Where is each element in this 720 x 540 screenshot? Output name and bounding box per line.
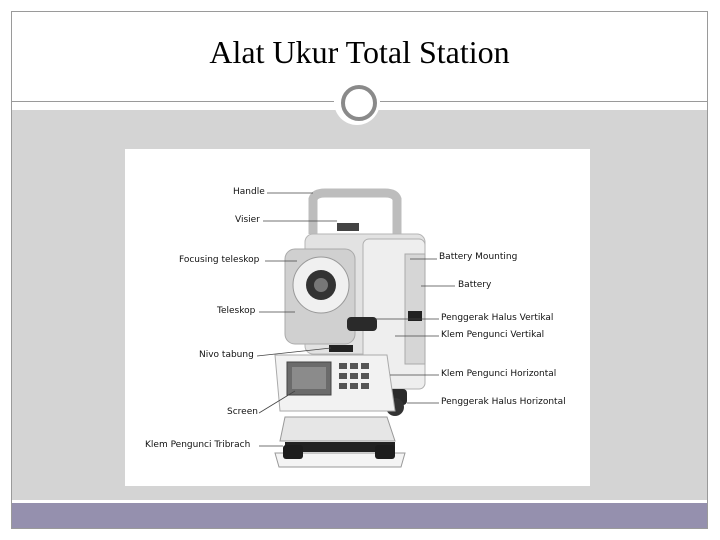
label-handle: Handle — [233, 187, 265, 197]
label-penggerak-halus-horizontal: Penggerak Halus Horizontal — [441, 397, 566, 407]
label-klem-pengunci-vertikal: Klem Pengunci Vertikal — [441, 330, 545, 340]
title-rule-left — [11, 101, 334, 102]
label-battery-mounting: Battery Mounting — [439, 252, 518, 262]
label-battery: Battery — [458, 280, 492, 290]
label-penggerak-halus-vertikal: Penggerak Halus Vertikal — [441, 313, 554, 323]
circle-ring-icon — [341, 85, 377, 121]
label-screen: Screen — [227, 407, 258, 417]
title-rule-right — [380, 101, 708, 102]
slide-title: Alat Ukur Total Station — [209, 34, 510, 70]
label-teleskop: Teleskop — [217, 306, 256, 316]
label-focusing-teleskop: Focusing teleskop — [179, 255, 260, 265]
total-station-figure: Handle Visier Focusing teleskop Teleskop… — [125, 149, 590, 486]
footer-bar — [12, 503, 707, 528]
label-nivo-tabung: Nivo tabung — [199, 350, 254, 360]
label-klem-pengunci-horizontal: Klem Pengunci Horizontal — [441, 369, 557, 379]
label-klem-pengunci-tribrach: Klem Pengunci Tribrach — [145, 440, 251, 450]
total-station-illustration — [256, 188, 455, 468]
slide-frame — [11, 11, 708, 529]
label-visier: Visier — [235, 215, 260, 225]
